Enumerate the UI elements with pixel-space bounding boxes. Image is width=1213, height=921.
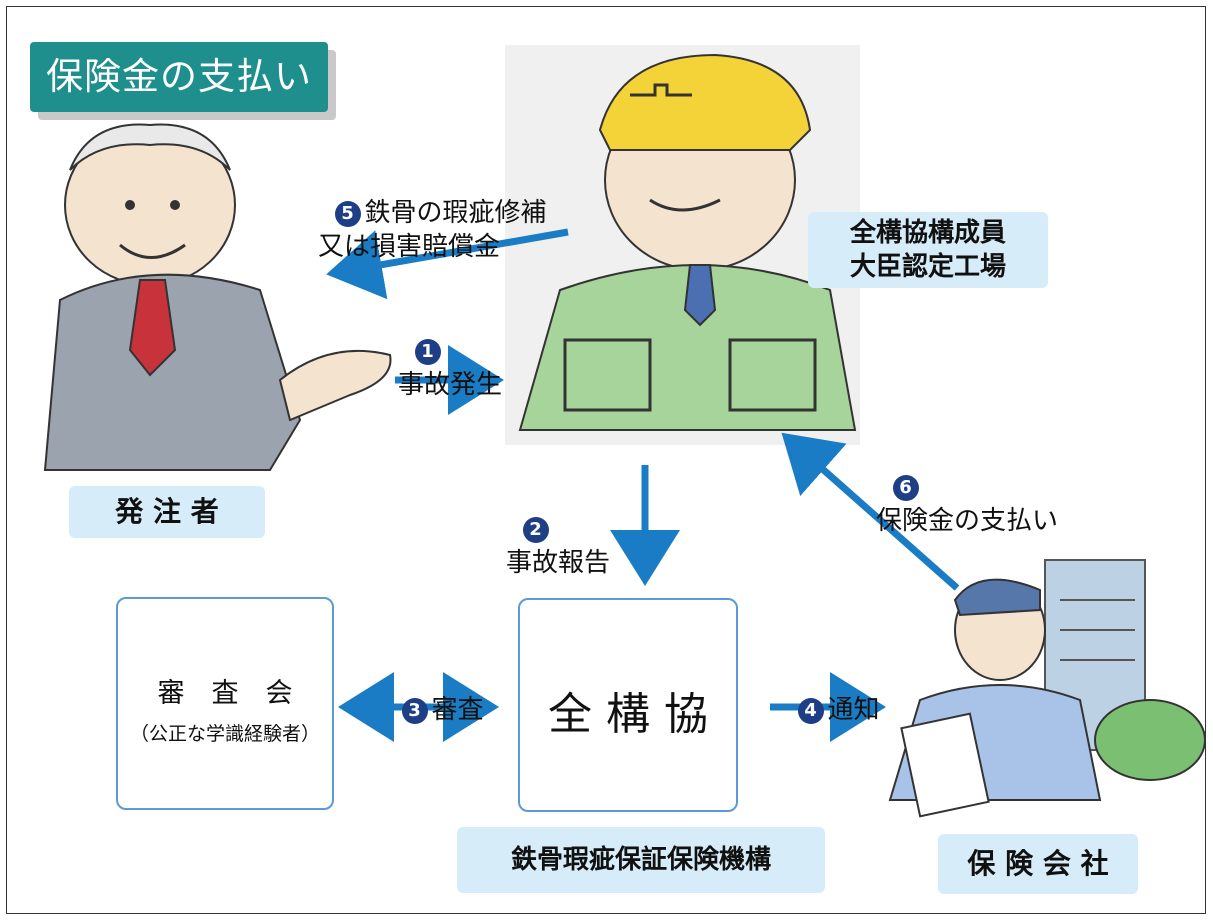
step5-badge: 5 <box>334 200 361 227</box>
review-committee-title: 審 査 会 <box>157 678 293 709</box>
review-committee-box: 審 査 会 （公正な学識経験者） <box>116 597 334 810</box>
step2-text: 2 事故報告 <box>506 478 610 580</box>
label-insurer: 保 険 会 社 <box>938 834 1138 894</box>
label-orderer: 発 注 者 <box>69 486 265 538</box>
arrow-step6 <box>781 432 960 591</box>
step6-text: 6 保険金の支払い <box>876 436 1058 538</box>
insurer-illustration <box>888 559 1206 818</box>
step2-label: 事故報告 <box>506 548 611 578</box>
step2-badge: 2 <box>522 516 549 543</box>
step1-label: 事故発生 <box>398 370 503 400</box>
step6-badge: 6 <box>892 474 919 501</box>
step3-badge: 3 <box>401 697 428 724</box>
step1-text: 1 事故発生 <box>398 300 502 402</box>
worker-illustration <box>505 45 860 445</box>
review-committee-subtitle: （公正な学識経験者） <box>129 723 320 745</box>
step4-badge: 4 <box>797 697 824 724</box>
label-member: 全構協構成員 大臣認定工場 <box>808 212 1048 288</box>
diagram-title: 保険金の支払い <box>30 42 328 112</box>
arrow-step5 <box>326 228 569 300</box>
diagram-frame <box>6 6 1206 914</box>
step5-label: 鉄骨の瑕疵修補 又は損害賠償金 <box>318 198 547 262</box>
step4-label: 通知 <box>827 695 880 725</box>
step1-badge: 1 <box>414 338 441 365</box>
zenkokyo-box: 全 構 協 <box>518 598 738 812</box>
label-organization: 鉄骨瑕疵保証保険機構 <box>457 827 825 893</box>
step6-label: 保険金の支払い <box>876 506 1059 536</box>
zenkokyo-title: 全 構 協 <box>548 689 708 740</box>
orderer-illustration <box>43 123 392 471</box>
step3-label: 審査 <box>431 695 484 725</box>
